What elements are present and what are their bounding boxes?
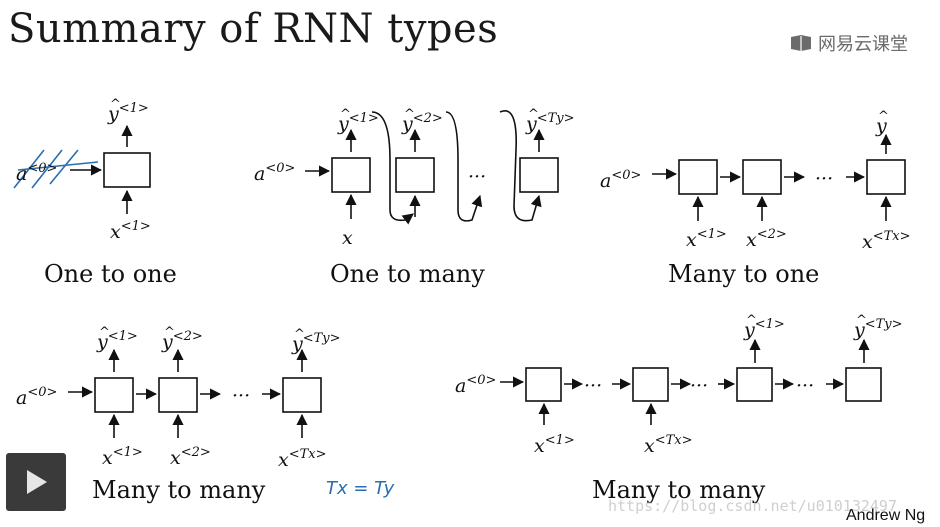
play-icon [27,470,47,494]
label-a0: a<0> [254,161,295,185]
label-a0: a<0> [455,373,496,397]
play-button[interactable] [6,453,66,511]
ellipsis: ··· [584,375,602,397]
page-title: Summary of RNN types [8,6,499,52]
ellipsis: ··· [796,375,814,397]
label-x1: x<1> [534,433,575,457]
hat-mark: ^ [340,107,351,122]
caption-one-to-one: One to one [44,260,177,288]
hat-mark: ^ [856,313,867,328]
label-xTx: x<Tx> [278,447,327,471]
label-y: y [875,115,887,137]
label-x2: x<2> [170,445,211,469]
rnn-cell-box [742,159,782,195]
rnn-cell-box [736,367,773,402]
hat-mark: ^ [746,313,757,328]
connector-curve [371,111,414,225]
rnn-cell-box [94,377,134,413]
label-a0: a<0> [16,385,57,409]
label-a0: a<0> [600,168,641,192]
hat-mark: ^ [878,109,889,124]
url-watermark: https://blog.csdn.net/u010132497 [608,497,897,515]
label-xTx: x<Tx> [862,229,911,253]
ellipsis: ··· [232,385,250,407]
hat-mark: ^ [110,97,121,112]
rnn-cell-box [103,152,151,188]
hat-mark: ^ [164,325,175,340]
rnn-cell-box [395,157,435,193]
connector-curve [499,110,542,222]
caption-one-to-many: One to many [330,260,485,288]
rnn-cell-box [632,367,669,402]
rnn-cell-box [158,377,198,413]
label-x1: x<1> [102,445,143,469]
caption-many-to-many-encdec: Many to many [592,476,766,504]
brand-logo: 网易云课堂 [790,30,908,56]
ellipsis: ··· [690,375,708,397]
hat-mark: ^ [528,107,539,122]
connector-curve [445,111,483,222]
label-xTx: x<Tx> [644,433,693,457]
label-x1: x<1> [686,227,727,251]
hat-mark: ^ [99,325,110,340]
ellipsis: ··· [815,168,833,190]
label-x2: x<2> [746,227,787,251]
scribble-strike [13,149,99,189]
ellipsis: ··· [468,166,486,188]
author-name: Andrew Ng [846,507,926,524]
label-x: x [342,227,353,249]
brand-name: 网易云课堂 [818,34,908,55]
book-logo-icon [791,35,811,51]
rnn-cell-box [845,367,882,402]
label-x1: x<1> [110,219,151,243]
hat-mark: ^ [404,107,415,122]
rnn-cell-box [282,377,322,413]
handwritten-note: Tx = Ty [326,478,395,499]
rnn-cell-box [866,159,906,195]
caption-many-to-many-sync: Many to many [92,476,266,504]
rnn-cell-box [519,157,559,193]
rnn-cell-box [678,159,718,195]
caption-many-to-one: Many to one [668,260,819,288]
rnn-cell-box [525,367,562,402]
hat-mark: ^ [294,327,305,342]
rnn-cell-box [331,157,371,193]
